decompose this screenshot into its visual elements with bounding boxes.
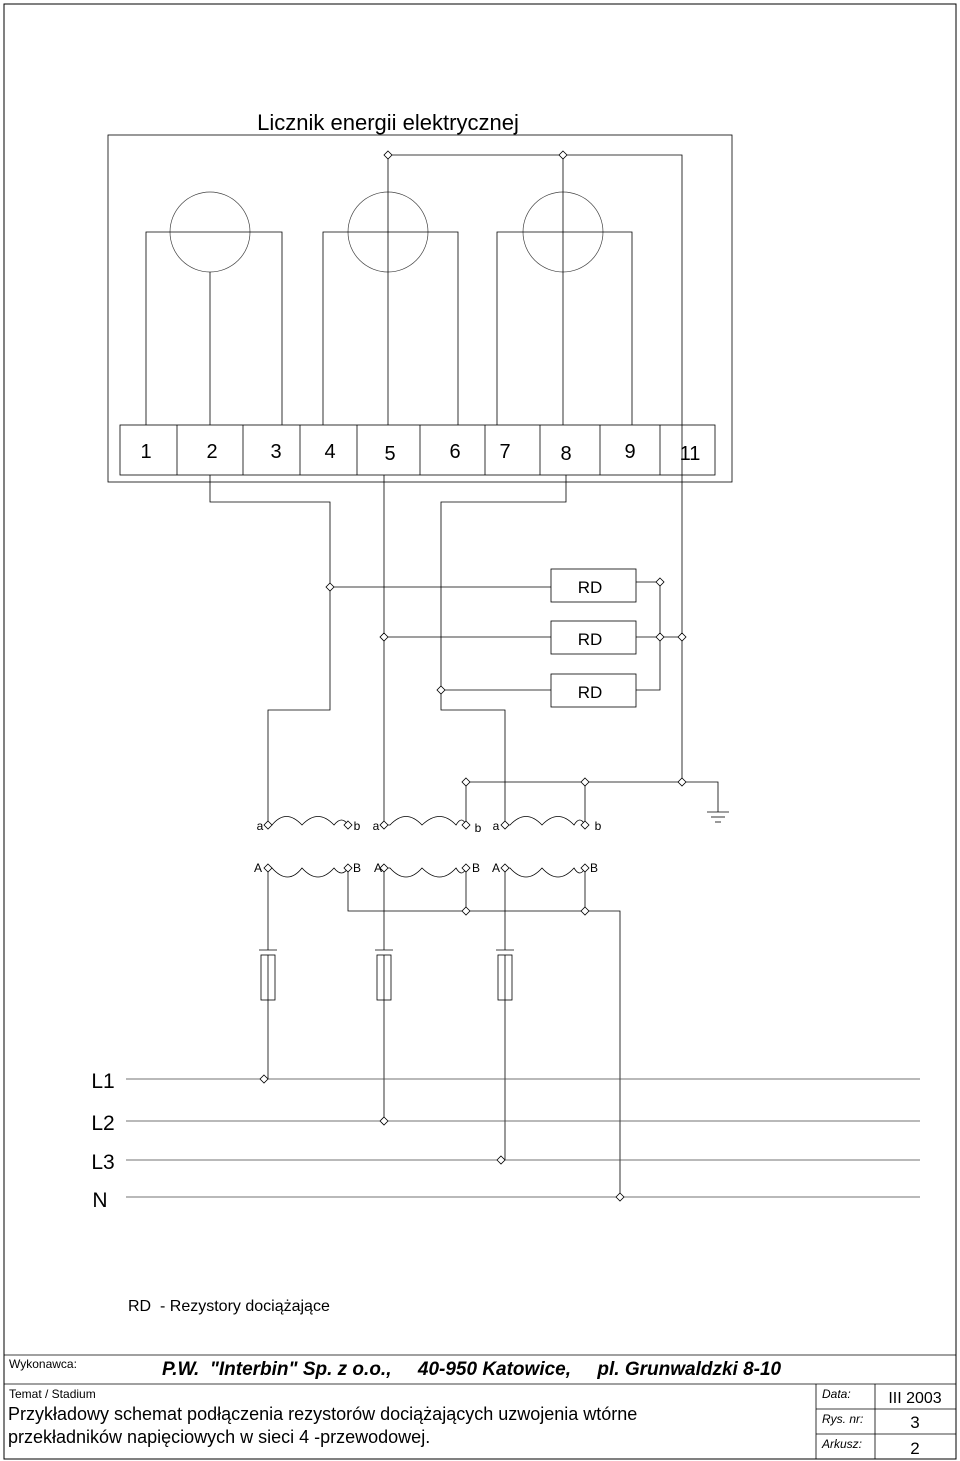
sheet-label: Arkusz: — [821, 1437, 862, 1451]
voltage-transformer-2 — [384, 816, 467, 878]
topic-line-1: Przykładowy schemat podłączenia rezystor… — [8, 1404, 637, 1424]
line-label-l3: L3 — [91, 1151, 114, 1174]
line-label-l2: L2 — [91, 1112, 114, 1135]
fuse — [496, 949, 514, 1160]
contractor-label: Wykonawca: — [9, 1357, 77, 1371]
drawing-number: 3 — [910, 1413, 919, 1432]
resistor-label: RD — [578, 683, 603, 702]
connection-points — [259, 150, 687, 1202]
voltage-transformer-1 — [268, 816, 349, 878]
title-block: Wykonawca: P.W. "Interbin" Sp. z o.o., 4… — [4, 1354, 956, 1459]
vt-terminal-label: B — [472, 861, 480, 875]
sheet-number: 2 — [910, 1439, 919, 1458]
terminal-label: 6 — [449, 441, 460, 463]
line-label-l1: L1 — [91, 1070, 114, 1093]
contractor-name: P.W. "Interbin" Sp. z o.o., 40-950 Katow… — [162, 1359, 782, 1380]
meter-housing — [107, 134, 733, 483]
terminal-label: 9 — [624, 441, 635, 463]
terminal-strip: 1 2 3 4 5 6 7 8 9 11 — [119, 424, 716, 476]
sheet-border — [3, 3, 957, 1460]
terminal-label: 2 — [206, 441, 217, 463]
terminal-label: 7 — [499, 441, 510, 463]
terminal-label: 5 — [384, 443, 395, 465]
meter-measuring-elements — [145, 154, 683, 425]
terminal-label: 11 — [680, 443, 701, 465]
vt-terminal-label: B — [353, 861, 361, 875]
date-label: Data: — [822, 1387, 851, 1401]
network-lines: L1 L2 L3 N — [91, 1070, 920, 1212]
vt-terminal-label: b — [354, 819, 361, 833]
vt-terminal-label: a — [493, 819, 500, 833]
date-value: III 2003 — [888, 1390, 941, 1407]
load-resistor: RD — [550, 620, 637, 655]
vt-terminal-label: b — [595, 819, 602, 833]
meter-title: Licznik energii elektrycznej — [257, 110, 519, 135]
vt-terminal-label: b — [475, 821, 482, 835]
line-label-n: N — [92, 1189, 107, 1212]
terminal-label: 3 — [270, 441, 281, 463]
load-resistor: RD — [550, 568, 637, 603]
legend-text: RD - Rezystory dociążające — [128, 1298, 330, 1315]
vt-terminal-label: a — [373, 819, 380, 833]
secondary-wiring — [209, 425, 719, 825]
primary-wiring — [267, 868, 621, 1197]
fuse — [259, 949, 277, 1079]
vt-terminal-label: B — [590, 861, 598, 875]
vt-terminal-label: a — [257, 819, 264, 833]
drawing-number-label: Rys. nr: — [822, 1412, 863, 1426]
resistor-label: RD — [578, 630, 603, 649]
topic-line-2: przekładników napięciowych w sieci 4 -pr… — [8, 1427, 430, 1447]
vt-terminal-label: A — [492, 861, 500, 875]
earth-icon — [707, 811, 729, 823]
load-resistor: RD — [550, 673, 637, 708]
vt-terminal-label: A — [254, 861, 262, 875]
terminal-label: 4 — [324, 441, 335, 463]
topic-label: Temat / Stadium — [9, 1387, 96, 1401]
resistor-label: RD — [578, 578, 603, 597]
voltage-transformer-3 — [505, 816, 586, 878]
terminal-label: 8 — [560, 443, 571, 465]
terminal-label: 1 — [140, 441, 151, 463]
fuse — [375, 949, 393, 1121]
vt-terminal-label: A — [374, 861, 382, 875]
